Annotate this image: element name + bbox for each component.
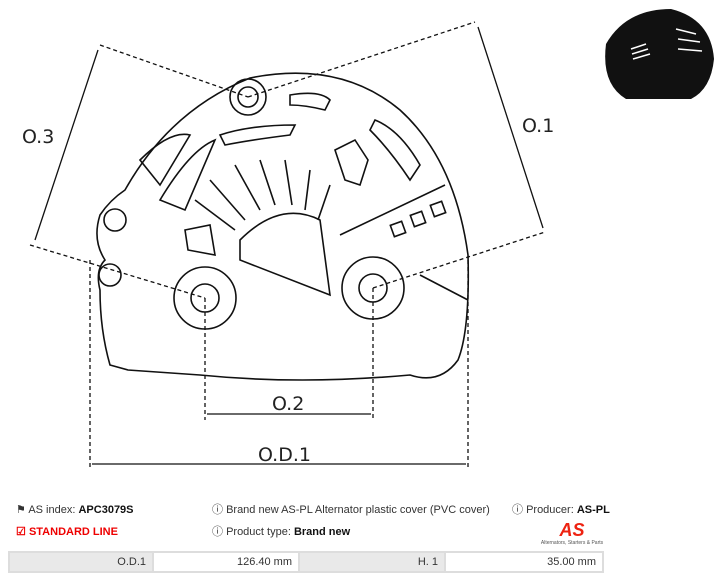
dim-o1-label: O.1 [522,115,554,137]
tag-icon: ⚑ [16,504,26,516]
product-type: ⓘ Product type: Brand new [212,526,351,538]
dim-od1-label: O.D.1 [258,444,311,466]
cover-outline [96,72,470,381]
specs-table: O.D.1 126.40 mm H. 1 35.00 mm [8,551,604,573]
producer: ⓘ Producer: AS-PL [512,504,610,516]
checkbox-icon: ☑ [16,526,26,538]
product-photo [605,9,714,99]
dim-o3-label: O.3 [22,126,54,148]
description: ⓘ Brand new AS-PL Alternator plastic cov… [212,504,490,516]
info-icon: ⓘ [512,504,523,516]
info-icon: ⓘ [212,526,223,538]
dim-o2-label: O.2 [272,393,304,415]
table-row: O.D.1 126.40 mm H. 1 35.00 mm [8,551,604,573]
standard-line-badge: ☑ STANDARD LINE [16,526,118,538]
as-index: ⚑ AS index: APC3079S [16,504,134,516]
as-pl-logo: AS Alternators, Starters & Parts [540,520,604,546]
technical-drawing: O.3 O.1 O.2 O.D.1 [22,21,554,468]
info-icon: ⓘ [212,504,223,516]
